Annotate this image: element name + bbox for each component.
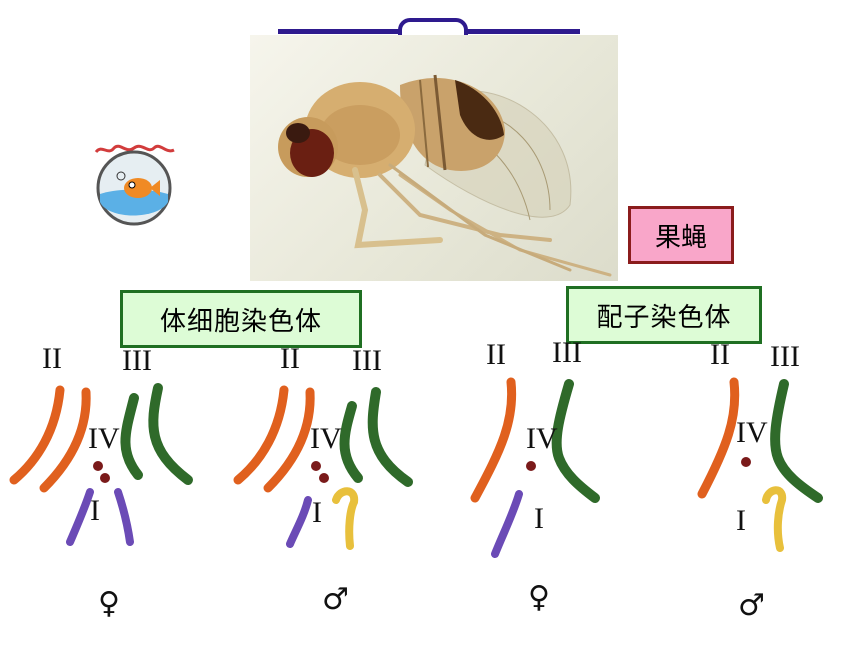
- female-symbol-3: ♀: [528, 580, 550, 615]
- label-iii-2: III: [352, 344, 382, 377]
- fishbowl-icon: [88, 140, 180, 226]
- somatic-chromosome-label: 体细胞染色体: [120, 290, 362, 348]
- label-ii-2: II: [280, 342, 300, 375]
- karyotype-male-gamete: [680, 370, 840, 564]
- karyotype-male-somatic: [232, 370, 432, 554]
- label-i-2: I: [312, 496, 322, 529]
- label-i-4: I: [736, 504, 746, 537]
- label-iv-1: IV: [88, 422, 120, 455]
- label-iii-1: III: [122, 344, 152, 377]
- label-iv-2: IV: [310, 422, 342, 455]
- label-i-3: I: [534, 502, 544, 535]
- label-iv-3: IV: [526, 422, 558, 455]
- male-symbol-4: ♂: [738, 588, 765, 623]
- gamete-chromosome-label: 配子染色体: [566, 286, 762, 344]
- label-ii-1: II: [42, 342, 62, 375]
- label-i-1: I: [90, 494, 100, 527]
- label-iii-3: III: [552, 336, 582, 369]
- label-iv-4: IV: [736, 416, 768, 449]
- female-symbol-1: ♀: [98, 586, 120, 621]
- label-ii-4: II: [710, 338, 730, 371]
- karyotype-female-gamete: [455, 370, 615, 564]
- fruit-fly-label: 果蝇: [628, 206, 734, 264]
- fruit-fly-photo: [250, 35, 618, 281]
- label-ii-3: II: [486, 338, 506, 371]
- male-symbol-2: ♂: [322, 582, 349, 617]
- karyotype-female-somatic: [8, 370, 208, 554]
- label-iii-4: III: [770, 340, 800, 373]
